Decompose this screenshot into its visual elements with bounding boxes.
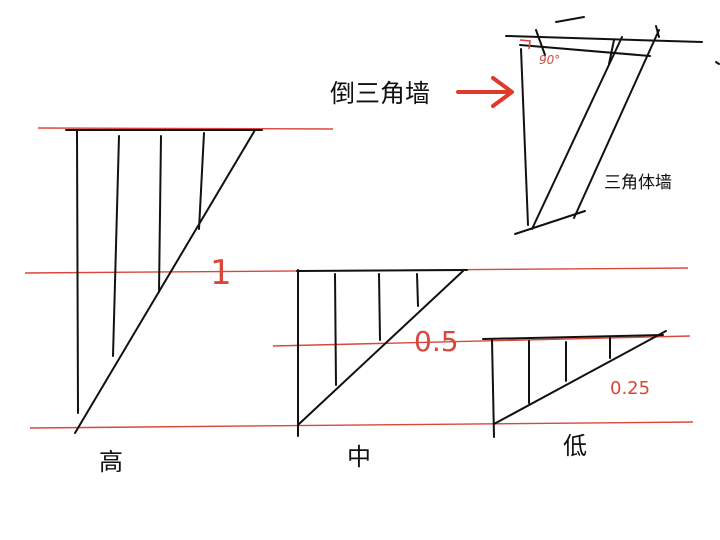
label-high: 高 (99, 448, 123, 476)
right-angle-marker (519, 39, 531, 50)
triangle-medium-top (296, 269, 468, 272)
prism-top-edge (505, 35, 703, 43)
triangle-high-hatch (198, 132, 205, 230)
prism-front-vertical (520, 48, 529, 226)
triangle-high-hypotenuse (74, 129, 256, 434)
triangle-medium-hatch (416, 273, 419, 307)
triangle-low-vertical (491, 339, 495, 438)
label-level-05: 0.5 (414, 325, 459, 358)
label-medium: 中 (347, 443, 371, 471)
triangle-low (482, 330, 667, 438)
label-angle: 90° (539, 53, 560, 67)
arrow-head (491, 76, 514, 108)
triangle-high-vertical (76, 130, 79, 414)
triangle-medium-hatch (334, 273, 337, 386)
reference-line-top (37, 127, 334, 130)
triangle-medium-hatch (378, 273, 381, 341)
label-level-025: 0.25 (610, 378, 650, 399)
triangle-low-top (482, 334, 664, 340)
arrow-to-wall (456, 76, 514, 108)
triangle-high-hatch (112, 135, 120, 357)
label-triangular-prism-wall: 三角体墙 (604, 173, 672, 193)
triangle-low-hypotenuse (493, 330, 667, 425)
label-low: 低 (563, 432, 587, 460)
prism-bottom-edge (514, 210, 586, 235)
prism-wall-sketch (505, 16, 720, 235)
reference-lines (24, 127, 694, 429)
triangle-medium-hypotenuse (298, 270, 464, 425)
reference-line-05 (272, 335, 691, 347)
prism-right-tick (715, 61, 720, 65)
reference-line-bottom (29, 421, 694, 429)
label-level-1: 1 (210, 253, 232, 293)
prism-back-slope (573, 29, 660, 219)
prism-top-tick (608, 39, 615, 65)
triangle-high-hatch (158, 135, 162, 293)
triangle-medium (296, 269, 468, 437)
label-inverted-triangle-wall: 倒三角墙 (330, 79, 430, 108)
right-angle-symbol (519, 39, 531, 50)
triangle-high (65, 129, 263, 434)
prism-top-tick (555, 16, 585, 23)
prism-front-slope (531, 36, 623, 230)
prism-top-tick (535, 29, 546, 56)
